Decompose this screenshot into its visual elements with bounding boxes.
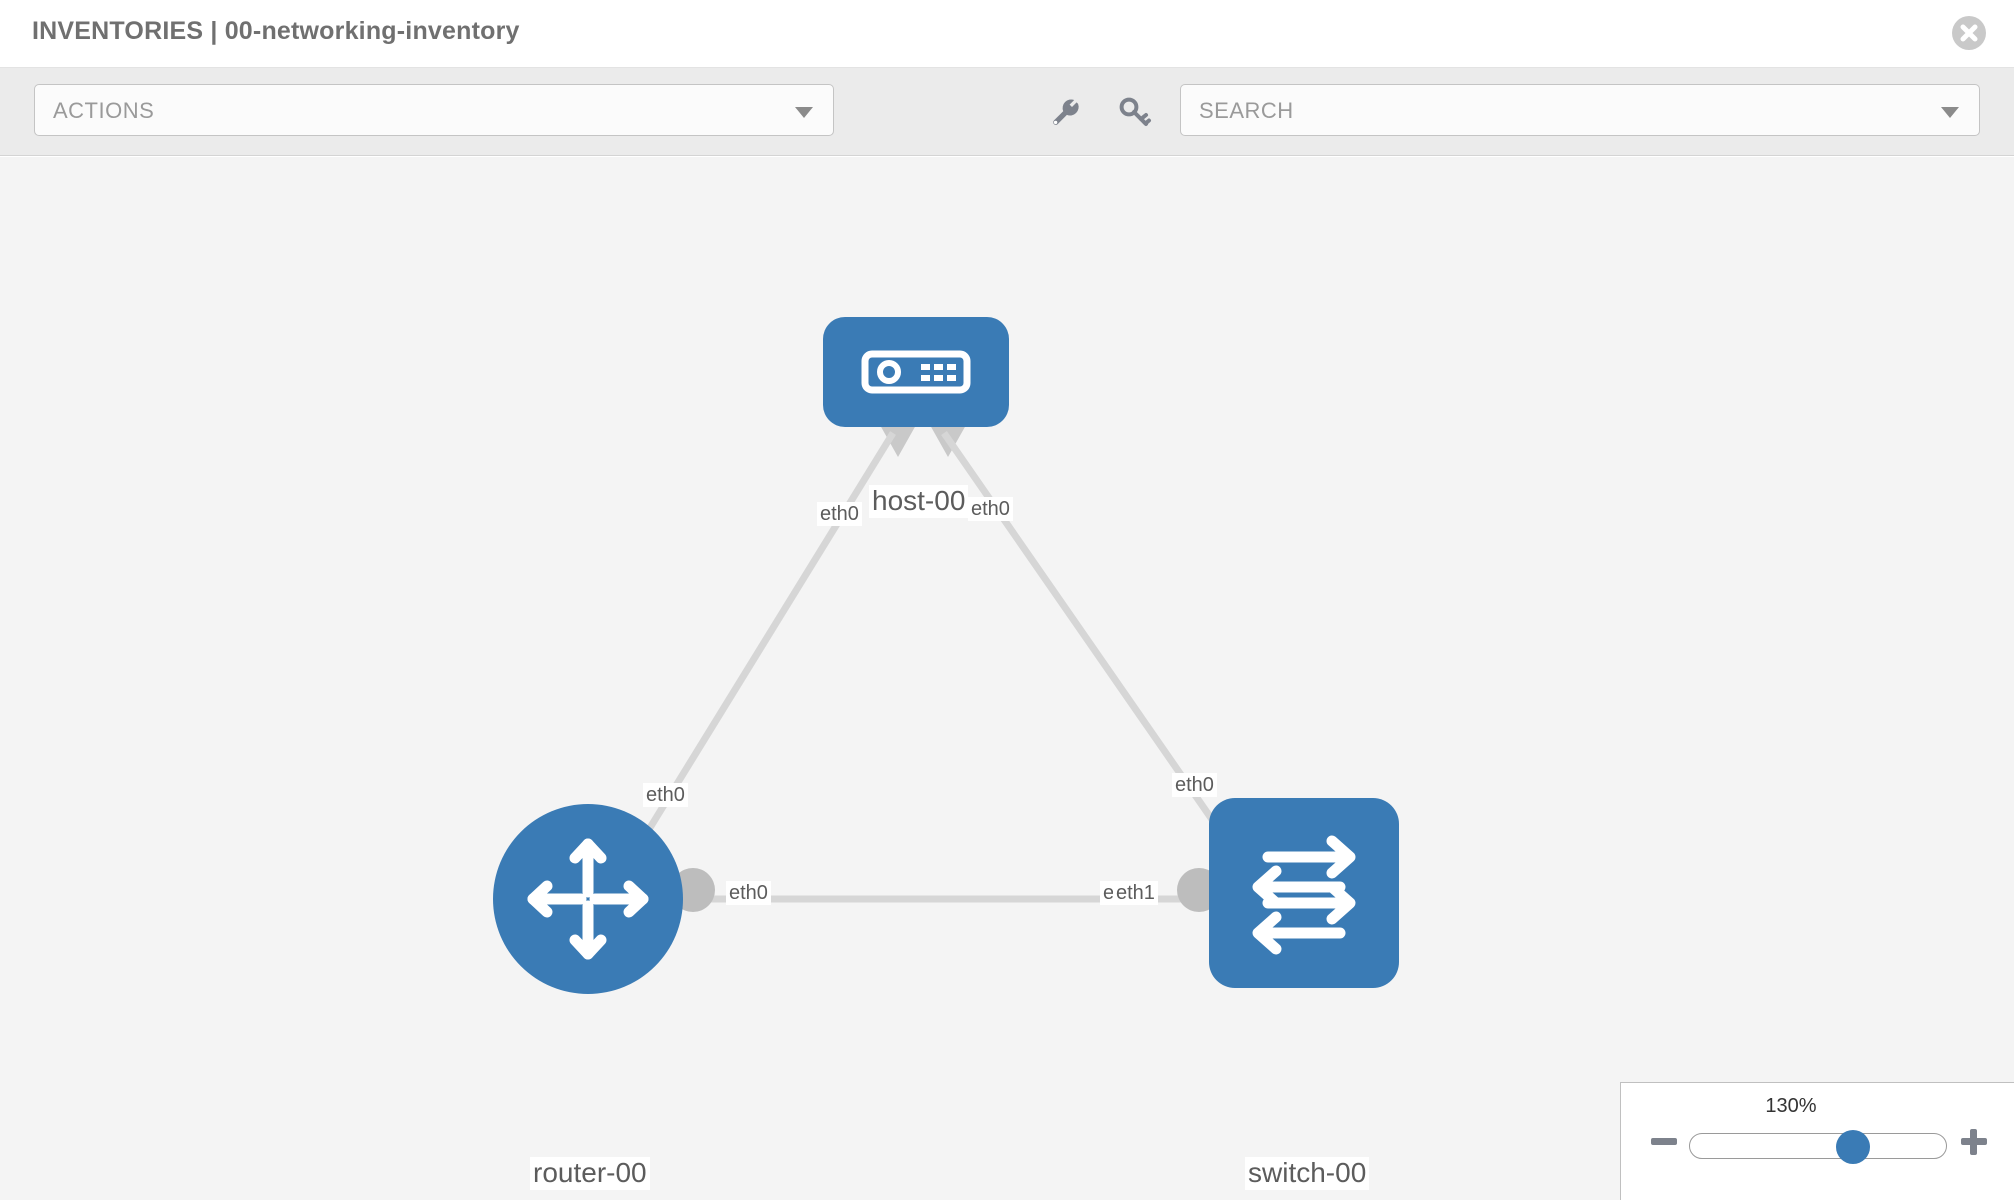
window-header: INVENTORIES | 00-networking-inventory bbox=[0, 0, 2014, 68]
zoom-out-button[interactable] bbox=[1649, 1127, 1679, 1162]
port-label-host-left: eth0 bbox=[817, 502, 862, 526]
node-label-router-00: router-00 bbox=[530, 1157, 650, 1190]
router-arrows-icon bbox=[527, 838, 649, 960]
wrench-icon[interactable] bbox=[1046, 92, 1086, 132]
port-label-router-right: eth0 bbox=[726, 881, 771, 905]
node-label-host-00: host-00 bbox=[869, 485, 969, 518]
link-host-router bbox=[613, 431, 896, 885]
port-label-host-right: eth0 bbox=[968, 497, 1013, 521]
page-title: INVENTORIES | 00-networking-inventory bbox=[32, 17, 520, 45]
port-label-switch-left: eth1 bbox=[1113, 881, 1158, 905]
zoom-in-button[interactable] bbox=[1959, 1127, 1989, 1162]
port-label-router-up: eth0 bbox=[643, 783, 688, 807]
close-icon[interactable] bbox=[1952, 16, 1986, 50]
node-switch-00[interactable] bbox=[1209, 798, 1399, 988]
actions-dropdown-label: ACTIONS bbox=[53, 98, 155, 123]
topology-canvas[interactable]: eth0 host-00 eth0 eth0 eth0 eth0 eth0 et… bbox=[0, 157, 2014, 1200]
search-input[interactable]: SEARCH bbox=[1180, 84, 1980, 136]
actions-dropdown[interactable]: ACTIONS bbox=[34, 84, 834, 136]
server-appliance-icon bbox=[861, 350, 971, 394]
port-label-switch-up: eth0 bbox=[1172, 773, 1217, 797]
zoom-control-panel: 130% bbox=[1620, 1082, 2014, 1200]
node-host-00[interactable] bbox=[823, 317, 1009, 427]
chevron-down-icon bbox=[795, 107, 813, 118]
zoom-slider[interactable] bbox=[1689, 1130, 1947, 1164]
zoom-slider-thumb[interactable] bbox=[1836, 1130, 1870, 1164]
node-label-switch-00: switch-00 bbox=[1245, 1157, 1370, 1190]
search-placeholder: SEARCH bbox=[1199, 98, 1294, 123]
topology-links bbox=[613, 425, 1259, 912]
chevron-down-icon bbox=[1941, 107, 1959, 118]
zoom-level-label: 130% bbox=[1765, 1095, 1817, 1117]
node-router-00[interactable] bbox=[493, 804, 683, 994]
key-icon[interactable] bbox=[1114, 92, 1154, 132]
switch-arrows-icon bbox=[1252, 835, 1356, 955]
